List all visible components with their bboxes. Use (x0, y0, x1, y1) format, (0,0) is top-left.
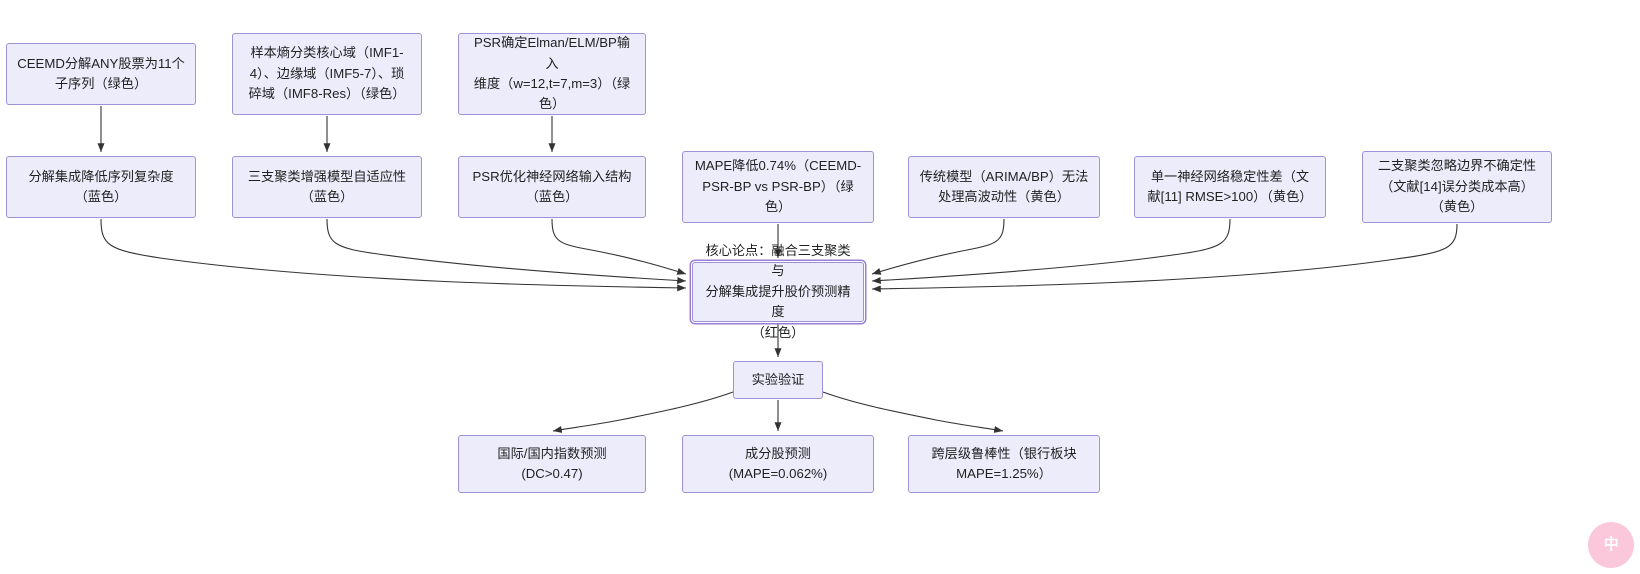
edge-n9-core (871, 218, 1231, 285)
edge-n8-core (871, 218, 1005, 275)
edge-exp-r3 (822, 391, 1004, 433)
node-traditional-model-limitation[interactable]: 传统模型（ARIMA/BP）无法 处理高波动性（黄色） (908, 156, 1100, 218)
node-three-way-clustering-adaptivity[interactable]: 三支聚类增强模型自适应性 （蓝色） (232, 156, 422, 218)
node-psr-input-dimension[interactable]: PSR确定Elman/ELM/BP输入 维度（w=12,t=7,m=3）（绿 色… (458, 33, 646, 115)
node-label: PSR确定Elman/ELM/BP输入 维度（w=12,t=7,m=3）（绿 色… (473, 35, 631, 112)
node-label: 分解集成降低序列复杂度 （蓝色） (28, 168, 174, 204)
node-label: 样本熵分类核心域（IMF1- 4）、边缘域（IMF5-7）、琐 碎域（IMF8-… (248, 45, 406, 102)
watermark-label: 中 (1603, 535, 1619, 553)
node-psr-optimizes-nn-input[interactable]: PSR优化神经网络输入结构 （蓝色） (458, 156, 646, 218)
node-decomposition-reduces-complexity[interactable]: 分解集成降低序列复杂度 （蓝色） (6, 156, 196, 218)
node-label: CEEMD分解ANY股票为11个 子序列（绿色） (17, 55, 185, 91)
edge-n6-core (551, 218, 687, 275)
node-result-cross-level-robustness[interactable]: 跨层级鲁棒性（银行板块 MAPE=1.25%） (908, 435, 1100, 493)
node-label: MAPE降低0.74%（CEEMD- PSR-BP vs PSR-BP）（绿 色… (694, 158, 862, 215)
node-label: PSR优化神经网络输入结构 （蓝色） (472, 168, 632, 204)
node-label: 核心论点：融合三支聚类与 分解集成提升股价预测精度 （红色） (705, 242, 851, 340)
edge-n4-core (100, 218, 687, 292)
node-label: 跨层级鲁棒性（银行板块 MAPE=1.25%） (931, 445, 1077, 481)
node-label: 成分股预测 (MAPE=0.062%) (728, 445, 828, 481)
node-two-way-clustering-boundary[interactable]: 二支聚类忽略边界不确定性 （文献[14]误分类成本高） （黄色） (1362, 151, 1552, 223)
node-result-index-forecast[interactable]: 国际/国内指数预测 (DC>0.47) (458, 435, 646, 493)
edge-exp-r1 (552, 391, 734, 433)
node-label: 三支聚类增强模型自适应性 （蓝色） (247, 168, 407, 204)
watermark-badge: 中 (1588, 522, 1634, 568)
node-experimental-validation[interactable]: 实验验证 (733, 361, 823, 399)
node-single-nn-instability[interactable]: 单一神经网络稳定性差（文 献[11] RMSE>100）（黄色） (1134, 156, 1326, 218)
edge-n5-core (326, 218, 687, 285)
node-label: 国际/国内指数预测 (DC>0.47) (497, 445, 607, 481)
node-sample-entropy-classify[interactable]: 样本熵分类核心域（IMF1- 4）、边缘域（IMF5-7）、琐 碎域（IMF8-… (232, 33, 422, 115)
node-label: 单一神经网络稳定性差（文 献[11] RMSE>100）（黄色） (1147, 168, 1313, 204)
node-label: 二支聚类忽略边界不确定性 （文献[14]误分类成本高） （黄色） (1377, 158, 1537, 215)
edge-n10-core (871, 223, 1458, 293)
node-core-claim[interactable]: 核心论点：融合三支聚类与 分解集成提升股价预测精度 （红色） (692, 243, 864, 340)
node-ceemd-decompose[interactable]: CEEMD分解ANY股票为11个 子序列（绿色） (6, 43, 196, 105)
node-mape-reduction-metric[interactable]: MAPE降低0.74%（CEEMD- PSR-BP vs PSR-BP）（绿 色… (682, 151, 874, 223)
node-result-constituent-stock[interactable]: 成分股预测 (MAPE=0.062%) (682, 435, 874, 493)
node-label: 实验验证 (751, 371, 805, 387)
node-label: 传统模型（ARIMA/BP）无法 处理高波动性（黄色） (919, 168, 1089, 204)
